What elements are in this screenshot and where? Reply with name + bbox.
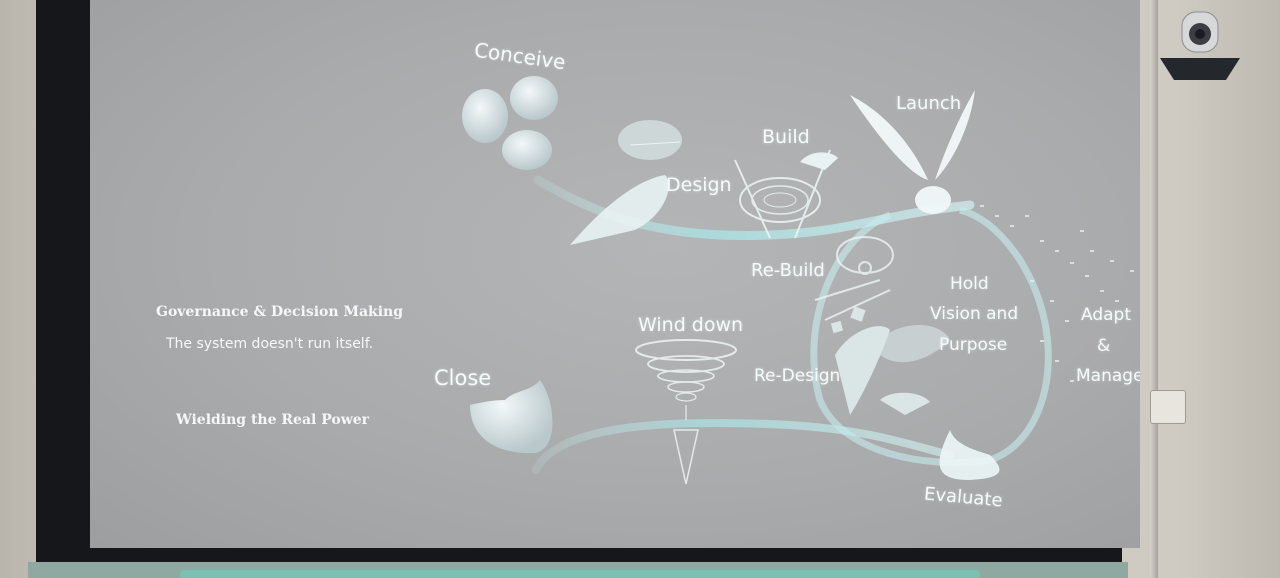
label-build: Build [762,126,810,148]
launch-bird-illustration [850,90,975,214]
label-purpose: Purpose [939,335,1008,355]
wall-outlet [1150,390,1186,424]
rebuild-nest-illustration [814,236,894,321]
evaluate-bird-illustration [939,430,1000,480]
lifecycle-diagram [462,76,1134,485]
projector-screen-frame: Conceive Design Build Launch Re-Build Ho… [36,0,1140,566]
label-hold: Hold [950,274,989,294]
label-wind-down: Wind down [638,314,744,336]
label-adapt: Adapt [1081,305,1131,325]
label-vision: Vision and [930,304,1019,324]
wielding-heading: Wielding the Real Power [176,412,370,428]
broken-shell-illustration [470,380,553,454]
wind-down-funnel-illustration [635,339,737,485]
governance-heading: Governance & Decision Making [156,304,403,320]
label-manage: Manage [1076,366,1140,386]
desk-edge [180,570,980,578]
bird-flock-illustration [980,205,1134,382]
projection-screen: Conceive Design Build Launch Re-Build Ho… [90,0,1140,548]
top-path [533,175,975,241]
eggs-illustration [462,76,558,170]
label-redesign: Re-Design [754,366,841,386]
bottom-path [532,418,954,474]
design-bird-illustration [570,120,682,245]
wall-cable [1150,0,1158,578]
small-bird-illustration [800,152,838,170]
label-ampersand: & [1097,336,1111,356]
redesign-birds-illustration [830,306,950,415]
system-subtitle: The system doesn't run itself. [166,336,374,352]
label-launch: Launch [896,93,962,114]
label-close: Close [434,366,492,390]
label-rebuild: Re-Build [751,260,825,281]
label-design: Design [666,174,732,196]
ceiling-camera [1160,11,1240,80]
